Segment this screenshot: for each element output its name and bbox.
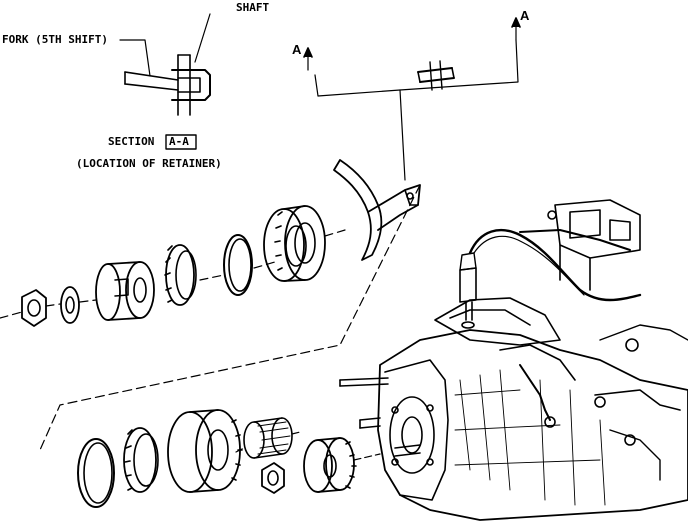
small-gear — [303, 437, 357, 493]
section-cut-line — [303, 17, 521, 181]
label-section-id: A-A — [169, 135, 189, 148]
section-detail-shaft-fork — [119, 13, 211, 150]
nut-upper — [21, 289, 47, 327]
assembly-leader — [39, 184, 421, 451]
section-marker-a-right: A — [520, 8, 530, 23]
upper-gear-stack — [0, 205, 346, 327]
synchro-ring-lower — [123, 427, 159, 493]
shift-fork — [333, 159, 421, 261]
snap-ring-lower — [77, 438, 115, 508]
washer-upper — [60, 286, 80, 324]
label-retainer-location: (LOCATION OF RETAINER) — [76, 157, 222, 170]
synchro-ring-upper — [164, 244, 197, 306]
transmission-housing — [339, 199, 688, 521]
section-marker-a-left: A — [292, 42, 302, 57]
nut-lower — [261, 462, 285, 494]
label-section-word: SECTION — [108, 135, 155, 148]
label-shaft: SHAFT — [236, 1, 270, 14]
hub-collar — [95, 261, 155, 321]
needle-bearing — [243, 417, 293, 459]
lower-gear — [167, 409, 243, 493]
lower-gear-stack — [77, 409, 381, 508]
snap-ring-upper — [223, 234, 253, 296]
fifth-gear — [263, 205, 326, 282]
label-fork: FORK (5TH SHIFT) — [2, 33, 108, 46]
